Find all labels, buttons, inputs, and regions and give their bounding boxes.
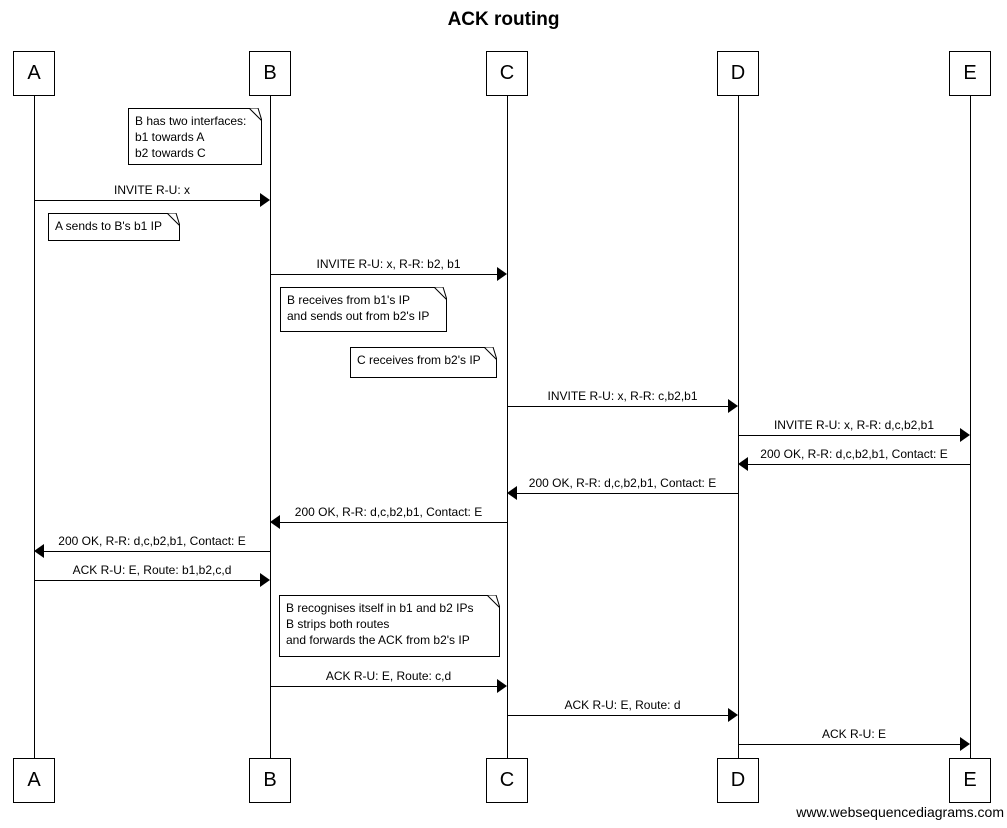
actor-label: B <box>263 769 277 791</box>
actor-label: E <box>963 769 977 791</box>
arrowhead-right-icon <box>497 267 507 281</box>
arrowhead-right-icon <box>960 428 970 442</box>
arrowhead-right-icon <box>728 708 738 722</box>
diagram-title: ACK routing <box>447 9 560 30</box>
actor-label: C <box>499 769 515 791</box>
arrowhead-right-icon <box>960 737 970 751</box>
lifeline-b <box>270 96 271 758</box>
actor-label: D <box>730 769 746 791</box>
actor-box-d-bottom: D <box>717 758 759 803</box>
arrowhead-right-icon <box>497 679 507 693</box>
message-label: ACK R-U: E, Route: c,d <box>325 669 452 683</box>
actor-label: B <box>263 62 277 84</box>
note-b-interfaces: B has two interfaces: b1 towards A b2 to… <box>128 108 262 165</box>
note-b-receives: B receives from b1's IP and sends out fr… <box>280 287 447 332</box>
note-line: b2 towards C <box>135 146 206 160</box>
arrowhead-right-icon <box>260 573 270 587</box>
watermark-url: www.websequencediagrams.com <box>796 804 1004 820</box>
message-label: ACK R-U: E, Route: d <box>564 698 681 712</box>
message-line <box>507 406 728 407</box>
arrowhead-right-icon <box>260 193 270 207</box>
message-line <box>280 522 507 523</box>
note-a-sends: A sends to B's b1 IP <box>48 213 180 241</box>
message-label: ACK R-U: E <box>821 727 886 741</box>
note-fold-icon <box>487 595 500 608</box>
message-line <box>517 493 738 494</box>
note-line: C receives from b2's IP <box>357 353 481 367</box>
message-line <box>748 464 970 465</box>
message-label: 200 OK, R-R: d,c,b2,b1, Contact: E <box>760 447 948 461</box>
note-fold-icon <box>484 347 497 360</box>
message-label: INVITE R-U: x <box>113 183 190 197</box>
message-label: INVITE R-U: x, R-R: d,c,b2,b1 <box>773 418 935 432</box>
note-line: b1 towards A <box>135 130 205 144</box>
actor-label: A <box>27 769 41 791</box>
note-fold-icon <box>167 213 180 226</box>
note-line: A sends to B's b1 IP <box>55 219 163 233</box>
note-line: B has two interfaces: <box>135 114 247 128</box>
actor-box-e-top: E <box>949 51 991 96</box>
arrowhead-right-icon <box>728 399 738 413</box>
message-label: INVITE R-U: x, R-R: b2, b1 <box>316 257 461 271</box>
note-line: B strips both routes <box>286 617 390 631</box>
message-line <box>34 580 260 581</box>
lifeline-a <box>34 96 35 758</box>
lifeline-c <box>507 96 508 758</box>
message-label: 200 OK, R-R: d,c,b2,b1, Contact: E <box>58 534 246 548</box>
actor-box-b-bottom: B <box>249 758 291 803</box>
actor-label: A <box>27 62 41 84</box>
message-label: INVITE R-U: x, R-R: c,b2,b1 <box>547 389 698 403</box>
message-line <box>270 274 497 275</box>
note-line: and sends out from b2's IP <box>287 309 430 323</box>
arrowhead-left-icon <box>34 544 44 558</box>
lifeline-e <box>970 96 971 758</box>
actor-box-e-bottom: E <box>949 758 991 803</box>
lifeline-d <box>738 96 739 758</box>
message-line <box>738 744 960 745</box>
actor-box-d-top: D <box>717 51 759 96</box>
arrowhead-left-icon <box>507 486 517 500</box>
message-label: ACK R-U: E, Route: b1,b2,c,d <box>72 563 232 577</box>
actor-label: E <box>963 62 977 84</box>
actor-box-a-bottom: A <box>13 758 55 803</box>
note-line: and forwards the ACK from b2's IP <box>286 633 470 647</box>
actor-label: C <box>499 62 515 84</box>
message-label: 200 OK, R-R: d,c,b2,b1, Contact: E <box>528 476 717 490</box>
message-line <box>34 200 260 201</box>
actor-box-c-bottom: C <box>486 758 528 803</box>
message-line <box>507 715 728 716</box>
message-line <box>738 435 960 436</box>
message-line <box>44 551 270 552</box>
actor-box-a-top: A <box>13 51 55 96</box>
actor-box-b-top: B <box>249 51 291 96</box>
note-c-receives: C receives from b2's IP <box>350 347 497 378</box>
message-line <box>270 686 497 687</box>
message-label: 200 OK, R-R: d,c,b2,b1, Contact: E <box>294 505 483 519</box>
actor-box-c-top: C <box>486 51 528 96</box>
arrowhead-left-icon <box>270 515 280 529</box>
note-b-recognises: B recognises itself in b1 and b2 IPs B s… <box>279 595 500 657</box>
note-fold-icon <box>249 108 262 121</box>
arrowhead-left-icon <box>738 457 748 471</box>
note-line: B recognises itself in b1 and b2 IPs <box>286 601 474 615</box>
note-line: B receives from b1's IP <box>287 293 410 307</box>
actor-label: D <box>730 62 746 84</box>
note-fold-icon <box>434 287 447 300</box>
